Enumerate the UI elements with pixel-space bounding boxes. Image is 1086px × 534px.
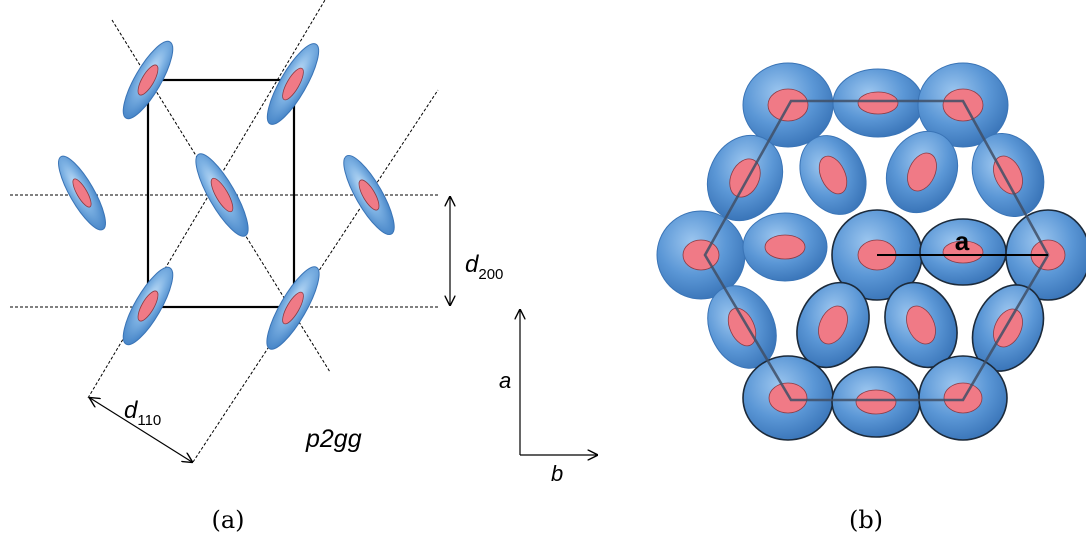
caption-a: (a): [211, 506, 244, 534]
molecule-large: [917, 62, 1009, 148]
lattice-vector-label: a: [955, 226, 970, 256]
d110-arrow: [90, 398, 192, 462]
molecule-large: [884, 281, 958, 369]
symmetry-label: p2gg: [305, 425, 362, 453]
molecule-large: [832, 68, 924, 138]
caption-b: (b): [849, 506, 883, 534]
molecule-large: [742, 355, 834, 441]
d200-label: d200: [465, 251, 503, 283]
panel-a: d200 d110 p2gg a b (a): [10, 0, 597, 534]
molecule-large: [799, 135, 867, 215]
molecule: [58, 155, 106, 231]
hexagon: [703, 99, 1050, 402]
molecule: [122, 266, 174, 346]
panel-b: a (b): [656, 62, 1086, 534]
molecule-large: [742, 212, 828, 282]
molecule-large: [885, 130, 959, 214]
molecule-large: [971, 132, 1045, 218]
molecule: [122, 40, 174, 120]
molecule: [343, 154, 395, 236]
molecule: [195, 153, 249, 237]
molecule-large: [831, 366, 921, 438]
axis-b-label: b: [551, 461, 563, 486]
unit-cell: [146, 78, 296, 309]
d110-label: d110: [124, 397, 161, 429]
axis-a-label: a: [499, 368, 511, 393]
